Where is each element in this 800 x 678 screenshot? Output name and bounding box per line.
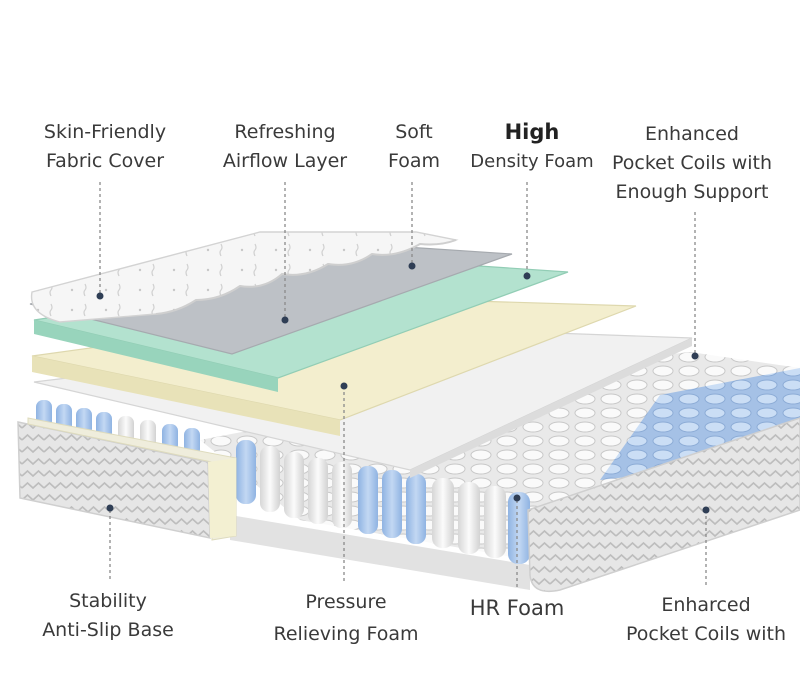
label-skin-friendly-line2: Fabric Cover <box>45 150 165 172</box>
label-enharced-line1: Enharced <box>661 594 751 616</box>
label-skin-friendly: Skin-Friendly Fabric Cover <box>30 118 180 176</box>
coil-row-front <box>236 440 530 564</box>
label-pressure-line2: Relieving Foam <box>273 623 419 645</box>
label-skin-friendly-line1: Skin-Friendly <box>43 121 167 143</box>
side-wall-left <box>17 417 237 541</box>
leader-dots <box>96 262 710 514</box>
label-hr-foam: HR Foam <box>458 594 576 623</box>
label-stability-line2: Anti-Slip Base <box>42 619 174 641</box>
label-enharced-line2: Pocket Coils with <box>625 623 787 645</box>
label-refreshing: Refreshing Airflow Layer <box>210 118 360 176</box>
label-enhanced: Enhanced Pocket Coils with Enough Suppor… <box>600 120 784 207</box>
label-high-line2: Density Foam <box>470 151 594 172</box>
label-enharced: Enharced Pocket Coils with <box>622 591 790 649</box>
label-soft: Soft Foam <box>372 118 456 176</box>
label-pressure-line1: Pressure <box>305 591 387 613</box>
label-enhanced-line2: Pocket Coils with <box>611 152 773 174</box>
side-wall-right <box>527 417 800 593</box>
label-enhanced-line1: Enhanced <box>645 123 739 145</box>
label-hr-foam-line1: HR Foam <box>469 596 565 620</box>
label-refreshing-line2: Airflow Layer <box>222 150 348 172</box>
label-high: High Density Foam <box>462 118 602 176</box>
label-soft-line2: Foam <box>387 150 441 172</box>
label-stability: Stability Anti-Slip Base <box>32 587 184 645</box>
leader-lines <box>99 182 707 588</box>
label-high-line1: High <box>504 120 560 144</box>
label-soft-line1: Soft <box>395 121 433 143</box>
label-pressure: Pressure Relieving Foam <box>266 588 426 649</box>
label-refreshing-line1: Refreshing <box>234 121 336 143</box>
label-enhanced-line3: Enough Support <box>615 181 769 203</box>
label-stability-line1: Stability <box>69 590 147 612</box>
